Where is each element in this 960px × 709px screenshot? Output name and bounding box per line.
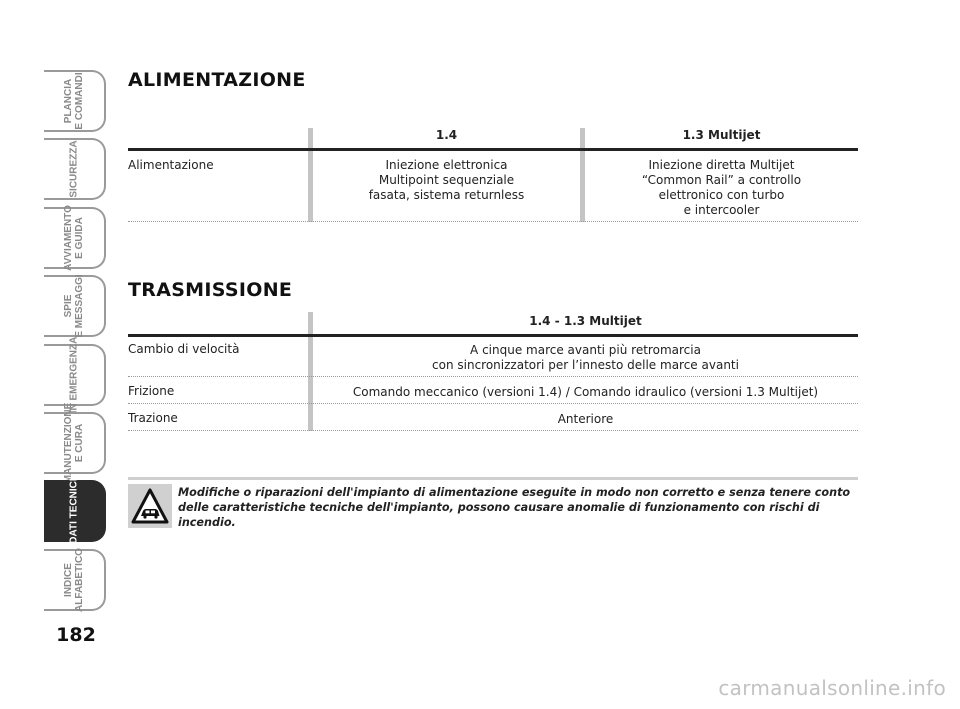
warning-text: Modifiche o riparazioni dell'impianto di… — [178, 486, 851, 529]
cell-cambio: A cinque marce avanti più retromarcia co… — [313, 343, 858, 373]
row-rule — [128, 430, 858, 431]
page-number: 182 — [56, 624, 96, 646]
cell-line: Comando meccanico (versioni 1.4) / Coman… — [352, 385, 819, 399]
column-header-multijet: 1.3 Multijet — [682, 128, 761, 142]
cell-line: e intercooler — [683, 203, 760, 217]
cell-line: Multipoint sequenziale — [378, 173, 515, 187]
tab-label: DATI TECNICI — [68, 478, 80, 544]
row-label-frizione: Frizione — [128, 384, 175, 398]
column-divider — [308, 128, 313, 222]
section-heading-alimentazione: ALIMENTAZIONE — [128, 69, 306, 91]
tab-sicurezza[interactable]: SICUREZZA — [44, 138, 106, 200]
row-rule — [128, 376, 858, 377]
column-header-trasmissione: 1.4 - 1.3 Multijet — [529, 314, 642, 328]
cell-line: A cinque marce avanti più retromarcia — [470, 343, 701, 357]
table-header-rule — [128, 334, 858, 337]
tab-label: INDICE ALFABETICO — [63, 548, 85, 612]
tab-plancia[interactable]: PLANCIA E COMANDI — [44, 70, 106, 132]
tab-emergenza[interactable]: IN EMERGENZA — [44, 337, 106, 413]
tab-manutenzione[interactable]: MANUTENZIONE E CURA — [44, 403, 106, 483]
tab-avviamento[interactable]: AVVIAMENTO E GUIDA — [44, 205, 106, 271]
cell-line: fasata, sistema returnless — [368, 188, 525, 202]
cell-trazione: Anteriore — [313, 412, 858, 427]
cell-line: “Common Rail” a controllo — [641, 173, 802, 187]
tab-dati-tecnici[interactable]: DATI TECNICI — [44, 478, 106, 544]
watermark: carmanualsonline.info — [718, 676, 946, 700]
cell-multijet-alimentazione: Iniezione diretta Multijet “Common Rail”… — [585, 158, 858, 218]
column-divider — [308, 312, 313, 431]
row-label-cambio: Cambio di velocità — [128, 342, 240, 356]
tab-spie[interactable]: SPIE E MESSAGGI — [44, 274, 106, 338]
table-header-rule — [128, 148, 858, 151]
tab-label: SICUREZZA — [68, 140, 80, 198]
section-heading-trasmissione: TRASMISSIONE — [128, 279, 293, 301]
tab-label: AVVIAMENTO E GUIDA — [63, 205, 85, 271]
cell-line: con sincronizzatori per l’innesto delle … — [432, 358, 739, 372]
tab-indice[interactable]: INDICE ALFABETICO — [44, 548, 106, 612]
row-rule — [128, 221, 858, 222]
warning-rule — [128, 477, 858, 480]
cell-line: Iniezione diretta Multijet — [648, 158, 795, 172]
tab-label: MANUTENZIONE E CURA — [63, 402, 85, 484]
warning-triangle-car-icon — [128, 484, 172, 528]
column-header-1-4: 1.4 — [435, 128, 458, 142]
row-rule — [128, 403, 858, 404]
tab-label: PLANCIA E COMANDI — [63, 72, 85, 130]
cell-1-4-alimentazione: Iniezione elettronica Multipoint sequenz… — [313, 158, 580, 203]
cell-frizione: Comando meccanico (versioni 1.4) / Coman… — [313, 385, 858, 400]
tab-label: SPIE E MESSAGGI — [63, 274, 85, 338]
cell-line: Iniezione elettronica — [385, 158, 508, 172]
cell-line: Anteriore — [557, 412, 614, 426]
cell-line: elettronico con turbo — [658, 188, 785, 202]
column-divider — [580, 128, 585, 222]
row-label-trazione: Trazione — [128, 411, 178, 425]
row-label-alimentazione: Alimentazione — [128, 158, 214, 172]
